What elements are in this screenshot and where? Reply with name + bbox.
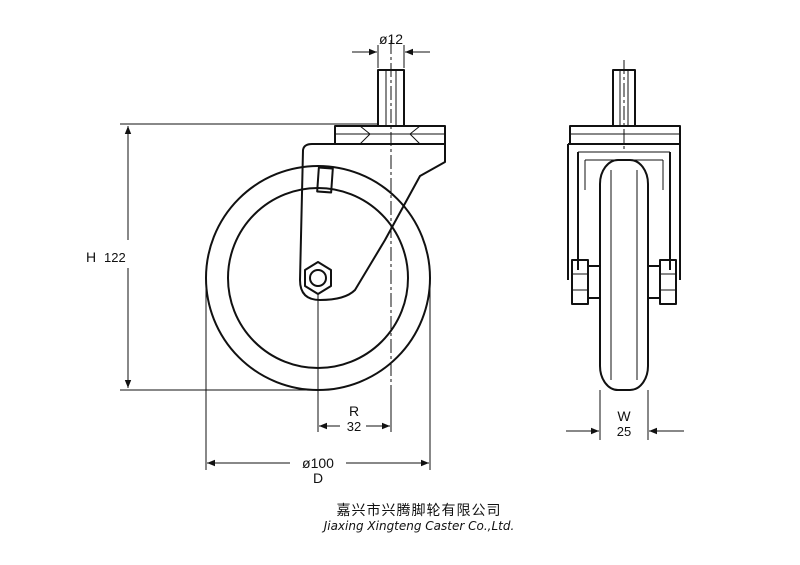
stem-diameter-dimension: ø12 <box>352 31 430 68</box>
front-washer-left <box>587 265 601 299</box>
bracket-slot <box>316 166 334 194</box>
width-dimension: W 25 <box>566 390 684 440</box>
wheel-diameter-label: ø100 <box>302 455 334 471</box>
front-view <box>567 60 681 391</box>
company-name-chinese: 嘉兴市兴腾脚轮有限公司 <box>336 503 502 519</box>
width-letter: W <box>617 408 631 424</box>
front-top-plate <box>569 125 681 145</box>
axle-nut <box>304 261 332 295</box>
radius-dimension: R 32 <box>319 390 392 434</box>
wheel-diameter-letter: D <box>313 470 323 486</box>
fork-bracket <box>299 143 446 301</box>
side-view <box>205 40 446 432</box>
axle <box>309 269 327 287</box>
width-value: 25 <box>617 424 631 439</box>
company-name-english: Jiaxing Xingteng Caster Co.,Ltd. <box>323 519 515 533</box>
height-letter: H <box>86 249 96 265</box>
front-wheel <box>599 159 649 391</box>
top-plate <box>334 125 446 145</box>
fork-legs <box>567 144 681 280</box>
height-dimension: H 122 <box>86 123 378 391</box>
radius-value: 32 <box>347 419 361 434</box>
radius-letter: R <box>349 403 359 419</box>
height-value: 122 <box>104 250 126 265</box>
front-axle-nut-left <box>571 259 589 305</box>
front-washer-right <box>647 265 661 299</box>
front-axle-nut-right <box>659 259 677 305</box>
stem-diameter-label: ø12 <box>379 31 403 47</box>
wheel-diameter-dimension: ø100 D <box>205 278 431 486</box>
